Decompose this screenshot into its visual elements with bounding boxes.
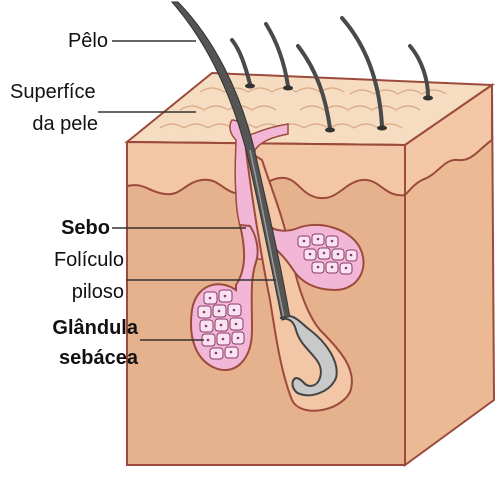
sebaceous-gland-right [266, 222, 365, 292]
sebaceous-gland-left [190, 223, 259, 371]
label-sebum: Sebo [61, 217, 110, 239]
label-follicle-line2: piloso [71, 281, 124, 303]
surface-hairs [230, 16, 430, 130]
hair-bulb [279, 314, 338, 397]
label-skin-surface-line2: da pele [32, 113, 98, 135]
label-gland-line1: Glândula [52, 317, 138, 339]
label-gland-line2: sebácea [59, 347, 138, 369]
leader-lines [98, 40, 276, 341]
epidermis-side-layer [404, 83, 493, 198]
label-follicle-line1: Folículo [53, 249, 124, 271]
label-skin-surface-line1: Superfíce [10, 81, 96, 103]
label-hair: Pêlo [67, 30, 108, 52]
